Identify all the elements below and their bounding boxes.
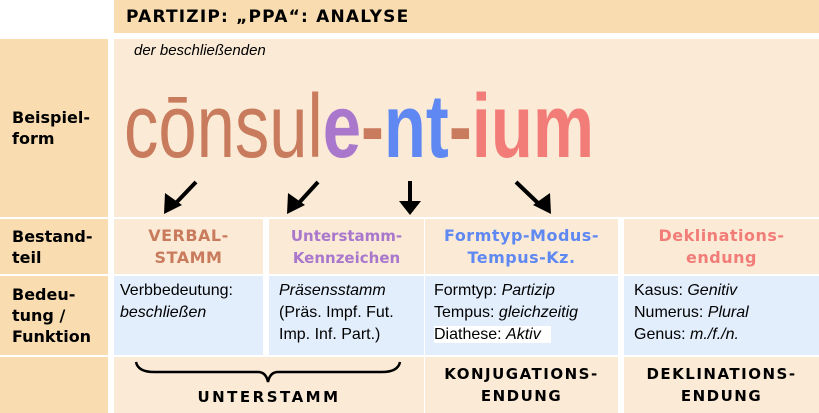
meaning-value: beschließen bbox=[120, 304, 207, 321]
meaning-label: Formtyp: bbox=[434, 282, 502, 299]
footer-line: KONJUGATIONS- bbox=[444, 365, 599, 383]
header-line: Tempus-Kz. bbox=[467, 247, 576, 267]
row-label-line: Beispiel- bbox=[12, 108, 90, 127]
meaning-value: Plural bbox=[707, 304, 749, 321]
row-label-line: form bbox=[12, 129, 55, 148]
row-label-component: Bestand- teil bbox=[0, 219, 108, 274]
header-line: endung bbox=[686, 247, 757, 267]
meaning-unterstamm: Präsensstamm (Präs. Impf. Fut. Imp. Inf.… bbox=[269, 276, 424, 355]
footer-label: UNTERSTAMM bbox=[197, 388, 341, 406]
meaning-label: Diathese: bbox=[434, 326, 507, 343]
arrow-down-right-icon bbox=[514, 180, 551, 214]
row-label-line: Bestand- bbox=[12, 226, 93, 246]
component-formtyp: Formtyp-Modus- Tempus-Kz. bbox=[425, 219, 618, 274]
row-label-line: teil bbox=[12, 247, 42, 267]
meaning-value: gleichzeitig bbox=[498, 304, 579, 321]
row-label-line: Bedeu- bbox=[12, 285, 76, 304]
meaning-label: Verbbedeutung: bbox=[120, 282, 233, 299]
meaning-value: Präsensstamm bbox=[279, 282, 386, 299]
header-line: STAMM bbox=[154, 247, 223, 267]
component-verbalstamm: VERBAL- STAMM bbox=[114, 219, 263, 274]
header-line: Kennzeichen bbox=[292, 248, 401, 267]
header-line: Formtyp-Modus- bbox=[444, 225, 599, 245]
part-hyphen: - bbox=[449, 77, 472, 177]
meaning-label: Tempus: bbox=[434, 304, 499, 321]
meaning-value: Genitiv bbox=[687, 282, 738, 299]
header-line: Deklinations- bbox=[658, 225, 785, 245]
page-title: PARTIZIP: „PPA“: ANALYSE bbox=[114, 0, 819, 33]
part-verbalstamm: cōnsul bbox=[124, 77, 323, 177]
example-caption: der beschließenden bbox=[134, 42, 266, 59]
header-line: Unterstamm- bbox=[290, 226, 403, 245]
meaning-label: Genus: bbox=[634, 326, 691, 343]
header-line: VERBAL- bbox=[148, 225, 229, 245]
footer-line: ENDUNG bbox=[480, 387, 563, 405]
curly-brace-icon bbox=[134, 361, 402, 383]
footer-unterstamm: UNTERSTAMM bbox=[114, 357, 424, 413]
arrow-down-left-icon bbox=[287, 180, 320, 214]
row-label-line: tung / bbox=[12, 306, 66, 325]
row-label-example: Beispiel- form bbox=[0, 39, 108, 217]
meaning-value: m./f./n. bbox=[690, 326, 739, 343]
meaning-formtyp: Formtyp: Partizip Tempus: gleichzeitig D… bbox=[425, 276, 618, 355]
arrow-down-left-icon bbox=[164, 180, 198, 214]
meaning-verbalstamm: Verbbedeutung: beschließen bbox=[114, 276, 263, 355]
row-label-empty bbox=[0, 357, 108, 413]
meaning-value: Partizip bbox=[501, 282, 555, 299]
footer-konjugation: KONJUGATIONS- ENDUNG bbox=[425, 357, 618, 413]
part-unterstamm: e bbox=[323, 77, 361, 177]
meaning-deklination: Kasus: Genitiv Numerus: Plural Genus: m.… bbox=[624, 276, 819, 355]
footer-line: ENDUNG bbox=[680, 387, 763, 405]
footer-deklination: DEKLINATIONS- ENDUNG bbox=[624, 357, 819, 413]
row-label-meaning: Bedeu- tung / Funktion bbox=[0, 276, 108, 355]
part-hyphen: - bbox=[361, 77, 384, 177]
meaning-label: Kasus: bbox=[634, 282, 688, 299]
meaning-label: Numerus: bbox=[634, 304, 708, 321]
row-label-line: Funktion bbox=[12, 327, 92, 346]
example-word-graphic: cōnsule-nt-ium bbox=[124, 77, 594, 215]
example-cell: der beschließenden cōnsule-nt-ium bbox=[114, 39, 819, 217]
meaning-label: (Präs. Impf. Fut. bbox=[279, 304, 394, 321]
arrow-down-icon bbox=[399, 181, 421, 215]
component-deklination: Deklinations- endung bbox=[624, 219, 819, 274]
meaning-value: Aktiv bbox=[506, 326, 541, 343]
part-formtyp: nt bbox=[384, 77, 449, 177]
footer-line: DEKLINATIONS- bbox=[646, 365, 797, 383]
meaning-label: Imp. Inf. Part.) bbox=[279, 326, 381, 343]
component-unterstamm: Unterstamm- Kennzeichen bbox=[269, 219, 424, 274]
example-word: cōnsule-nt-ium bbox=[124, 77, 594, 177]
part-deklination: ium bbox=[472, 77, 594, 177]
